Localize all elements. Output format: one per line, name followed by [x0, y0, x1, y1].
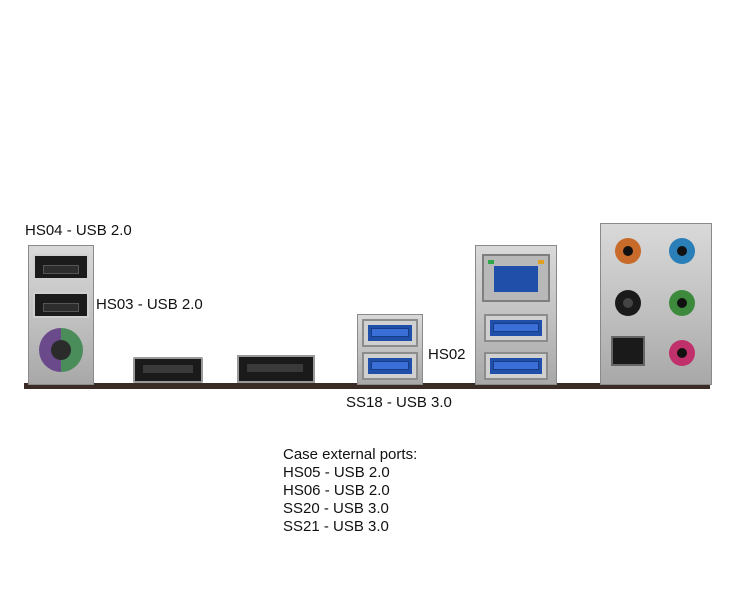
audio-jack-icon: [669, 340, 695, 366]
case-port-item: HS06 - USB 2.0: [283, 482, 390, 499]
motherboard-edge: [24, 383, 710, 389]
audio-jack-icon: [615, 238, 641, 264]
lan-usb3-stack: [475, 245, 557, 385]
hdmi-port-icon: [133, 357, 203, 383]
ethernet-port-icon: [482, 254, 550, 302]
usb-3-port-icon: [484, 314, 548, 342]
case-port-item: SS20 - USB 3.0: [283, 500, 389, 517]
audio-jack-icon: [615, 290, 641, 316]
audio-panel: [600, 223, 712, 385]
audio-jack-icon: [669, 238, 695, 264]
optical-port-icon: [611, 336, 645, 366]
displayport-icon: [237, 355, 315, 383]
case-port-item: SS21 - USB 3.0: [283, 518, 389, 535]
usb-2-port-icon: [33, 254, 89, 280]
case-ports-title: Case external ports:: [283, 446, 418, 463]
usb-3-port-icon: [362, 319, 418, 347]
usb-2-port-icon: [33, 292, 89, 318]
label-hs04: HS04 - USB 2.0: [25, 222, 132, 239]
ps2-port-icon: [39, 328, 83, 372]
case-port-item: HS05 - USB 2.0: [283, 464, 390, 481]
case-external-ports: Case external ports: HS05 - USB 2.0 HS06…: [283, 446, 417, 536]
usb3-stack: [357, 314, 423, 385]
label-hs03: HS03 - USB 2.0: [96, 296, 203, 313]
audio-jack-icon: [669, 290, 695, 316]
usb-3-port-icon: [484, 352, 548, 380]
ps2-usb-stack: [28, 245, 94, 385]
label-hs02: HS02: [428, 346, 466, 363]
label-ss18: SS18 - USB 3.0: [346, 394, 452, 411]
usb-3-port-icon: [362, 352, 418, 380]
